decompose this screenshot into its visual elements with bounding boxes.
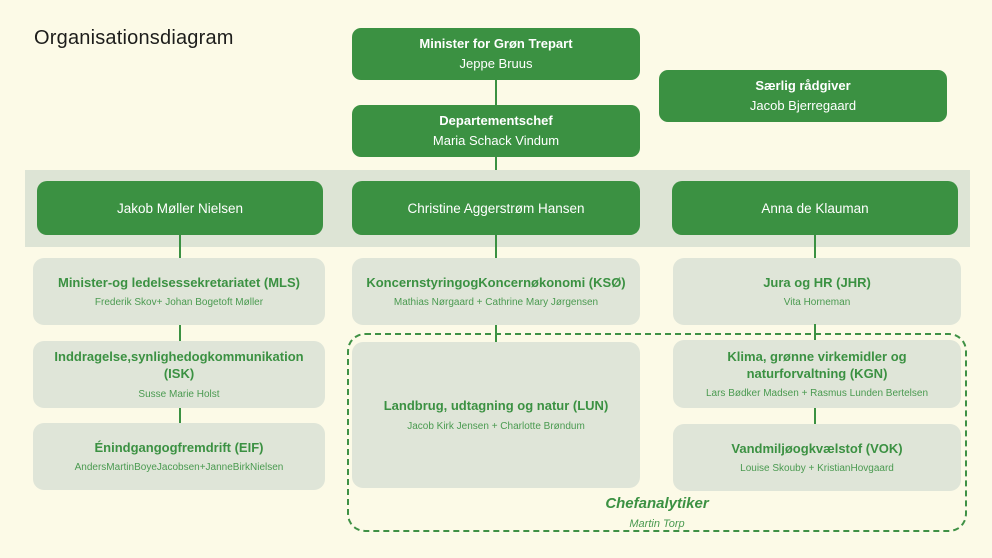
unit-people: Vita Horneman <box>783 297 851 309</box>
unit-title: Vandmiljøogkvælstof (VOK) <box>731 440 903 456</box>
unit-title: KoncernstyringogKoncernøkonomi (KSØ) <box>366 274 626 290</box>
unit-box-kgn: Klima, grønne virkemidler og naturforval… <box>673 340 961 408</box>
unit-box-jhr: Jura og HR (JHR) Vita Horneman <box>673 258 961 325</box>
unit-box-vok: Vandmiljøogkvælstof (VOK) Louise Skouby … <box>673 424 961 491</box>
connector-line <box>814 235 816 258</box>
unit-box-eif: Énindgangogfremdrift (EIF) AndersMartinB… <box>33 423 325 490</box>
unit-title: Jura og HR (JHR) <box>763 274 871 290</box>
connector-line <box>495 157 497 181</box>
minister-name: Jeppe Bruus <box>459 56 533 71</box>
connector-line <box>179 408 181 423</box>
connector-line <box>814 324 816 340</box>
director-box-anna: Anna de Klauman <box>672 181 958 235</box>
unit-box-isk: Inddragelse,synlighedogkommunikation (IS… <box>33 341 325 408</box>
unit-people: Louise Skouby + KristianHovgaard <box>740 463 894 475</box>
unit-people: Lars Bødker Madsen + Rasmus Lunden Berte… <box>705 388 929 400</box>
unit-title: Klima, grønne virkemidler og naturforval… <box>727 348 907 381</box>
permanent-secretary-box: Departementschef Maria Schack Vindum <box>352 105 640 157</box>
minister-role: Minister for Grøn Trepart <box>419 35 573 51</box>
connector-line <box>179 235 181 258</box>
unit-people: Mathias Nørgaard + Cathrine Mary Jørgens… <box>393 297 599 309</box>
permanent-secretary-role: Departementschef <box>439 112 553 128</box>
unit-title: Minister-og ledelsessekretariatet (MLS) <box>57 274 301 290</box>
unit-people: Jacob Kirk Jensen + Charlotte Brøndum <box>407 420 585 432</box>
director-box-christine: Christine Aggerstrøm Hansen <box>352 181 640 235</box>
permanent-secretary-name: Maria Schack Vindum <box>432 133 560 148</box>
director-box-jakob: Jakob Møller Nielsen <box>37 181 323 235</box>
director-name: Jakob Møller Nielsen <box>116 200 244 216</box>
unit-people: Susse Marie Holst <box>138 388 220 400</box>
special-advisor-name: Jacob Bjerregaard <box>749 98 857 113</box>
unit-people: AndersMartinBoyeJacobsen+JanneBirkNielse… <box>74 462 284 474</box>
chief-analyst-name: Martin Torp <box>629 518 685 530</box>
unit-title: Landbrug, udtagning og natur (LUN) <box>383 398 609 414</box>
minister-box: Minister for Grøn Trepart Jeppe Bruus <box>352 28 640 80</box>
connector-line <box>495 80 497 105</box>
chief-analyst-role: Chefanalytiker <box>605 495 709 512</box>
connector-line <box>179 325 181 341</box>
unit-box-mls: Minister-og ledelsessekretariatet (MLS) … <box>33 258 325 325</box>
connector-line <box>495 235 497 258</box>
director-name: Christine Aggerstrøm Hansen <box>407 200 585 216</box>
unit-box-lun: Landbrug, udtagning og natur (LUN) Jacob… <box>352 342 640 488</box>
unit-people: Frederik Skov+ Johan Bogetoft Møller <box>94 297 264 309</box>
page-title: Organisationsdiagram <box>34 27 234 49</box>
special-advisor-role: Særlig rådgiver <box>755 77 851 93</box>
director-name: Anna de Klauman <box>761 200 869 216</box>
special-advisor-box: Særlig rådgiver Jacob Bjerregaard <box>659 70 947 122</box>
connector-line <box>814 408 816 424</box>
unit-box-kso: KoncernstyringogKoncernøkonomi (KSØ) Mat… <box>352 258 640 325</box>
unit-title: Inddragelse,synlighedogkommunikation (IS… <box>54 349 304 381</box>
unit-title: Énindgangogfremdrift (EIF) <box>94 439 264 455</box>
chief-analyst-frame <box>347 333 967 532</box>
